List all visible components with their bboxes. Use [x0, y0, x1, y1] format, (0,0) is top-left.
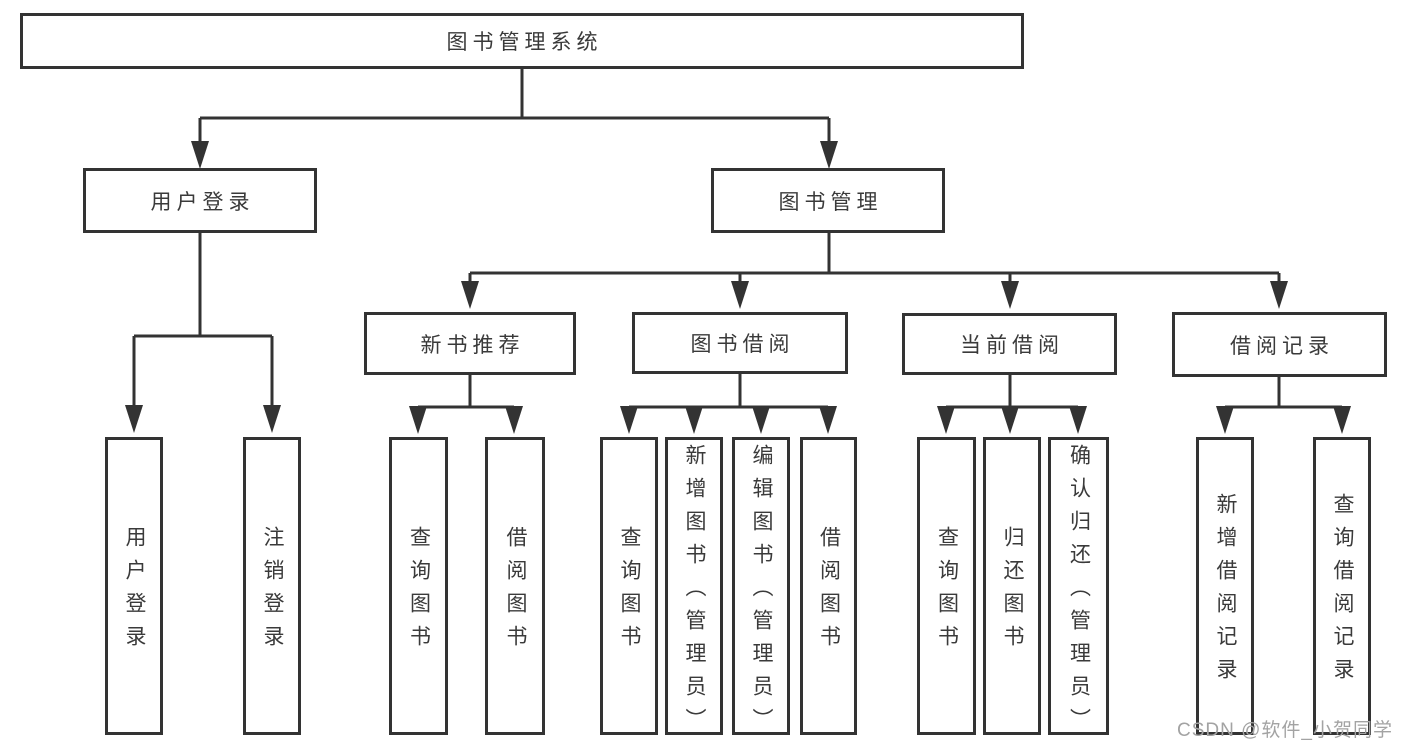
node-user-login: 用户登录 — [83, 168, 317, 233]
arrowhead-icon — [263, 405, 281, 433]
node-new-book-rec: 新书推荐 — [364, 312, 576, 375]
connector-book-mgmt-to-level3 — [461, 233, 1288, 309]
leaf-add-books-admin: 新增图书（管理员） — [665, 437, 723, 741]
node-book-mgmt-label: 图书管理 — [778, 190, 883, 214]
node-root: 图书管理系统 — [20, 13, 1024, 69]
node-current-borrow: 当前借阅 — [902, 313, 1117, 375]
arrowhead-icon — [505, 406, 523, 434]
leaf-query-books-newrec: 查询图书 — [389, 437, 448, 735]
connector-current-borrow-to-leaves — [937, 375, 1087, 434]
leaf-add-borrow-record: 新增借阅记录 — [1196, 437, 1254, 735]
leaf-confirm-return-admin-label: 确认归还（管理员） — [1067, 443, 1091, 741]
arrowhead-icon — [125, 405, 143, 433]
node-current-borrow-label: 当前借阅 — [960, 334, 1064, 357]
leaf-borrow-books-newrec: 借阅图书 — [485, 437, 545, 735]
leaf-logout-login: 注销登录 — [243, 437, 301, 735]
arrowhead-icon — [820, 141, 838, 169]
leaf-borrow-books-label: 借阅图书 — [817, 526, 841, 658]
connector-root-to-level2 — [191, 69, 838, 169]
leaf-logout-login-label: 注销登录 — [261, 526, 284, 658]
arrowhead-icon — [937, 406, 955, 434]
connector-new-book-rec-to-leaves — [409, 375, 523, 434]
node-borrow-record: 借阅记录 — [1172, 312, 1387, 377]
leaf-query-books-current-label: 查询图书 — [935, 526, 959, 658]
arrowhead-icon — [685, 406, 703, 434]
leaf-user-login: 用户登录 — [105, 437, 163, 735]
leaf-query-books-current: 查询图书 — [917, 437, 976, 735]
leaf-query-borrow-record-label: 查询借阅记录 — [1331, 493, 1354, 691]
leaf-add-books-admin-label: 新增图书（管理员） — [683, 443, 706, 741]
leaf-query-books-borrow-label: 查询图书 — [618, 526, 641, 658]
leaf-edit-books-admin: 编辑图书（管理员） — [732, 437, 790, 741]
arrowhead-icon — [409, 406, 427, 434]
node-user-login-label: 用户登录 — [150, 190, 255, 214]
watermark: CSDN @软件_小贺同学 — [1177, 720, 1393, 741]
arrowhead-icon — [1270, 281, 1288, 309]
node-new-book-rec-label: 新书推荐 — [420, 333, 525, 357]
leaf-confirm-return-admin: 确认归还（管理员） — [1048, 437, 1109, 741]
leaf-borrow-books: 借阅图书 — [800, 437, 857, 735]
leaf-query-borrow-record: 查询借阅记录 — [1313, 437, 1371, 735]
arrowhead-icon — [1216, 406, 1234, 434]
connector-user-login-to-leaves — [125, 233, 281, 433]
arrowhead-icon — [1333, 406, 1351, 434]
arrowhead-icon — [191, 141, 209, 169]
arrowhead-icon — [752, 406, 770, 434]
arrowhead-icon — [620, 406, 638, 434]
arrowhead-icon — [1001, 406, 1019, 434]
leaf-add-borrow-record-label: 新增借阅记录 — [1214, 493, 1237, 691]
leaf-query-books-newrec-label: 查询图书 — [407, 526, 431, 658]
arrowhead-icon — [819, 406, 837, 434]
leaf-borrow-books-newrec-label: 借阅图书 — [504, 526, 527, 658]
connector-borrow-record-to-leaves — [1216, 377, 1351, 434]
leaf-return-books: 归还图书 — [983, 437, 1041, 735]
connector-book-borrow-to-leaves — [620, 374, 837, 434]
leaf-user-login-label: 用户登录 — [123, 526, 146, 658]
arrowhead-icon — [731, 281, 749, 309]
node-book-mgmt: 图书管理 — [711, 168, 945, 233]
node-book-borrow-label: 图书借阅 — [690, 333, 795, 356]
leaf-query-books-borrow: 查询图书 — [600, 437, 658, 735]
node-root-label: 图书管理系统 — [446, 31, 603, 54]
arrowhead-icon — [1001, 281, 1019, 309]
node-borrow-record-label: 借阅记录 — [1230, 334, 1334, 358]
arrowhead-icon — [461, 281, 479, 309]
arrowhead-icon — [1069, 406, 1087, 434]
leaf-return-books-label: 归还图书 — [1001, 526, 1024, 658]
leaf-edit-books-admin-label: 编辑图书（管理员） — [750, 443, 773, 741]
node-book-borrow: 图书借阅 — [632, 312, 848, 374]
